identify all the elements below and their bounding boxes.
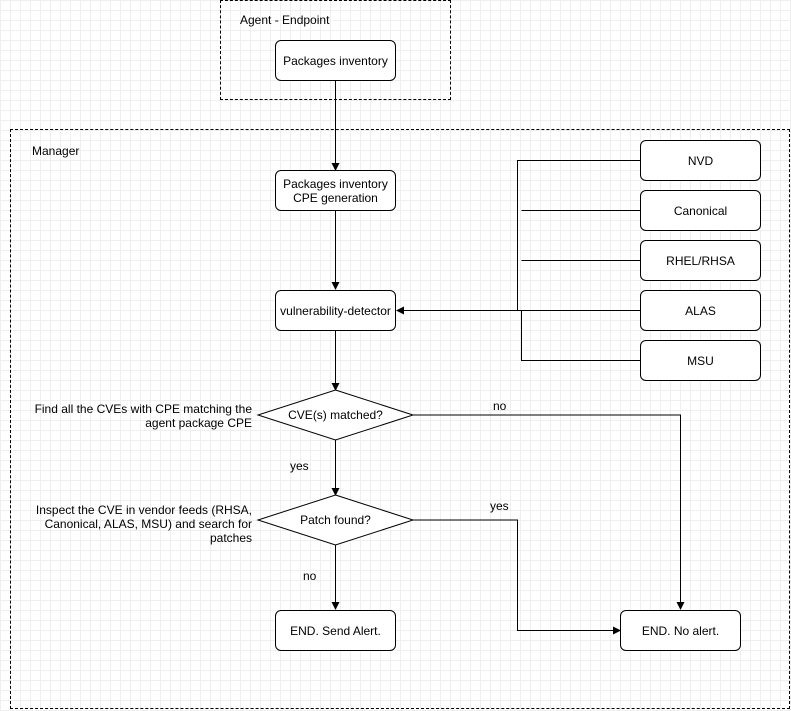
feed-alas-node: ALAS <box>640 290 761 331</box>
patch-found-label: Patch found? <box>300 513 371 527</box>
vulnerability-detector-node: vulnerability-detector <box>275 290 396 331</box>
vulnerability-detector-label: vulnerability-detector <box>280 303 391 318</box>
cve-match-note: Find all the CVEs with CPE matching the … <box>34 402 252 430</box>
cve-matched-diamond <box>256 389 415 441</box>
feed-line-msu <box>521 310 640 361</box>
feed-canonical-node: Canonical <box>640 190 761 231</box>
edge-label-patch-yes: yes <box>490 499 509 513</box>
agent-endpoint-label: Agent - Endpoint <box>240 13 330 27</box>
feed-msu-node: MSU <box>640 340 761 381</box>
feed-rhel-node: RHEL/RHSA <box>640 240 761 281</box>
end-no-alert-label: END. No alert. <box>641 623 720 638</box>
end-send-alert-label: END. Send Alert. <box>290 623 381 638</box>
manager-label: Manager <box>32 144 80 158</box>
edge-label-cve-yes: yes <box>290 459 309 473</box>
edge-label-patch-no: no <box>303 569 317 583</box>
packages-inventory-node: Packages inventory <box>275 40 396 81</box>
cve-matched-label: CVE(s) matched? <box>288 408 383 422</box>
end-send-alert-node: END. Send Alert. <box>275 610 396 651</box>
feed-nvd-label: NVD <box>687 153 714 168</box>
cpe-generation-node: Packages inventory CPE generation <box>275 170 396 211</box>
manager-group <box>10 129 790 709</box>
feed-nvd-node: NVD <box>640 140 761 181</box>
patch-found-diamond <box>256 494 415 546</box>
feed-line-nvd <box>517 160 640 311</box>
feed-msu-label: MSU <box>687 353 714 368</box>
edge-patch-yes <box>413 519 621 635</box>
end-no-alert-node: END. No alert. <box>620 610 741 651</box>
edge-label-cve-no: no <box>493 399 507 413</box>
feed-canonical-label: Canonical <box>673 203 728 218</box>
feed-rhel-label: RHEL/RHSA <box>666 253 735 268</box>
patch-search-note: Inspect the CVE in vendor feeds (RHSA, C… <box>35 503 252 545</box>
packages-inventory-label: Packages inventory <box>283 53 388 68</box>
feed-alas-label: ALAS <box>685 303 716 318</box>
edge-cve-no <box>413 414 685 610</box>
cpe-generation-label: Packages inventory CPE generation <box>283 176 388 205</box>
